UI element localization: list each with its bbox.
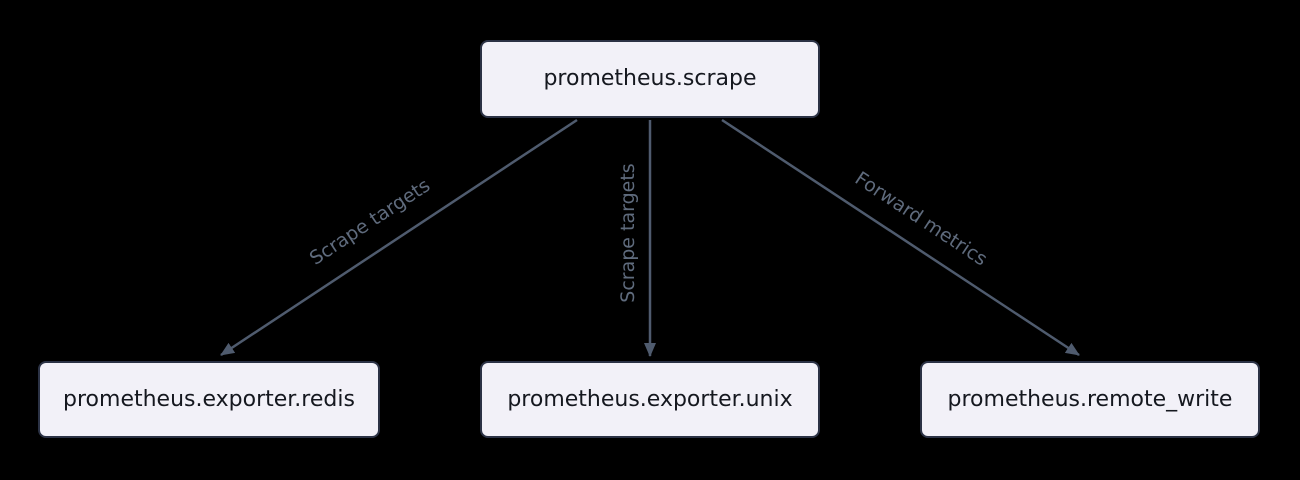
node-prometheus-exporter-redis: prometheus.exporter.redis xyxy=(38,361,380,438)
edge-label-scrape-targets-unix: Scrape targets xyxy=(617,163,639,303)
edge-scrape-to-remote-write xyxy=(721,118,1080,357)
node-label: prometheus.exporter.unix xyxy=(507,386,793,412)
node-label: prometheus.scrape xyxy=(543,66,757,91)
node-prometheus-remote-write: prometheus.remote_write xyxy=(920,361,1260,438)
node-prometheus-exporter-unix: prometheus.exporter.unix xyxy=(480,361,820,438)
node-prometheus-scrape: prometheus.scrape xyxy=(480,40,820,118)
node-label: prometheus.exporter.redis xyxy=(63,386,355,412)
edge-scrape-to-redis xyxy=(220,118,578,357)
node-label: prometheus.remote_write xyxy=(947,386,1233,412)
